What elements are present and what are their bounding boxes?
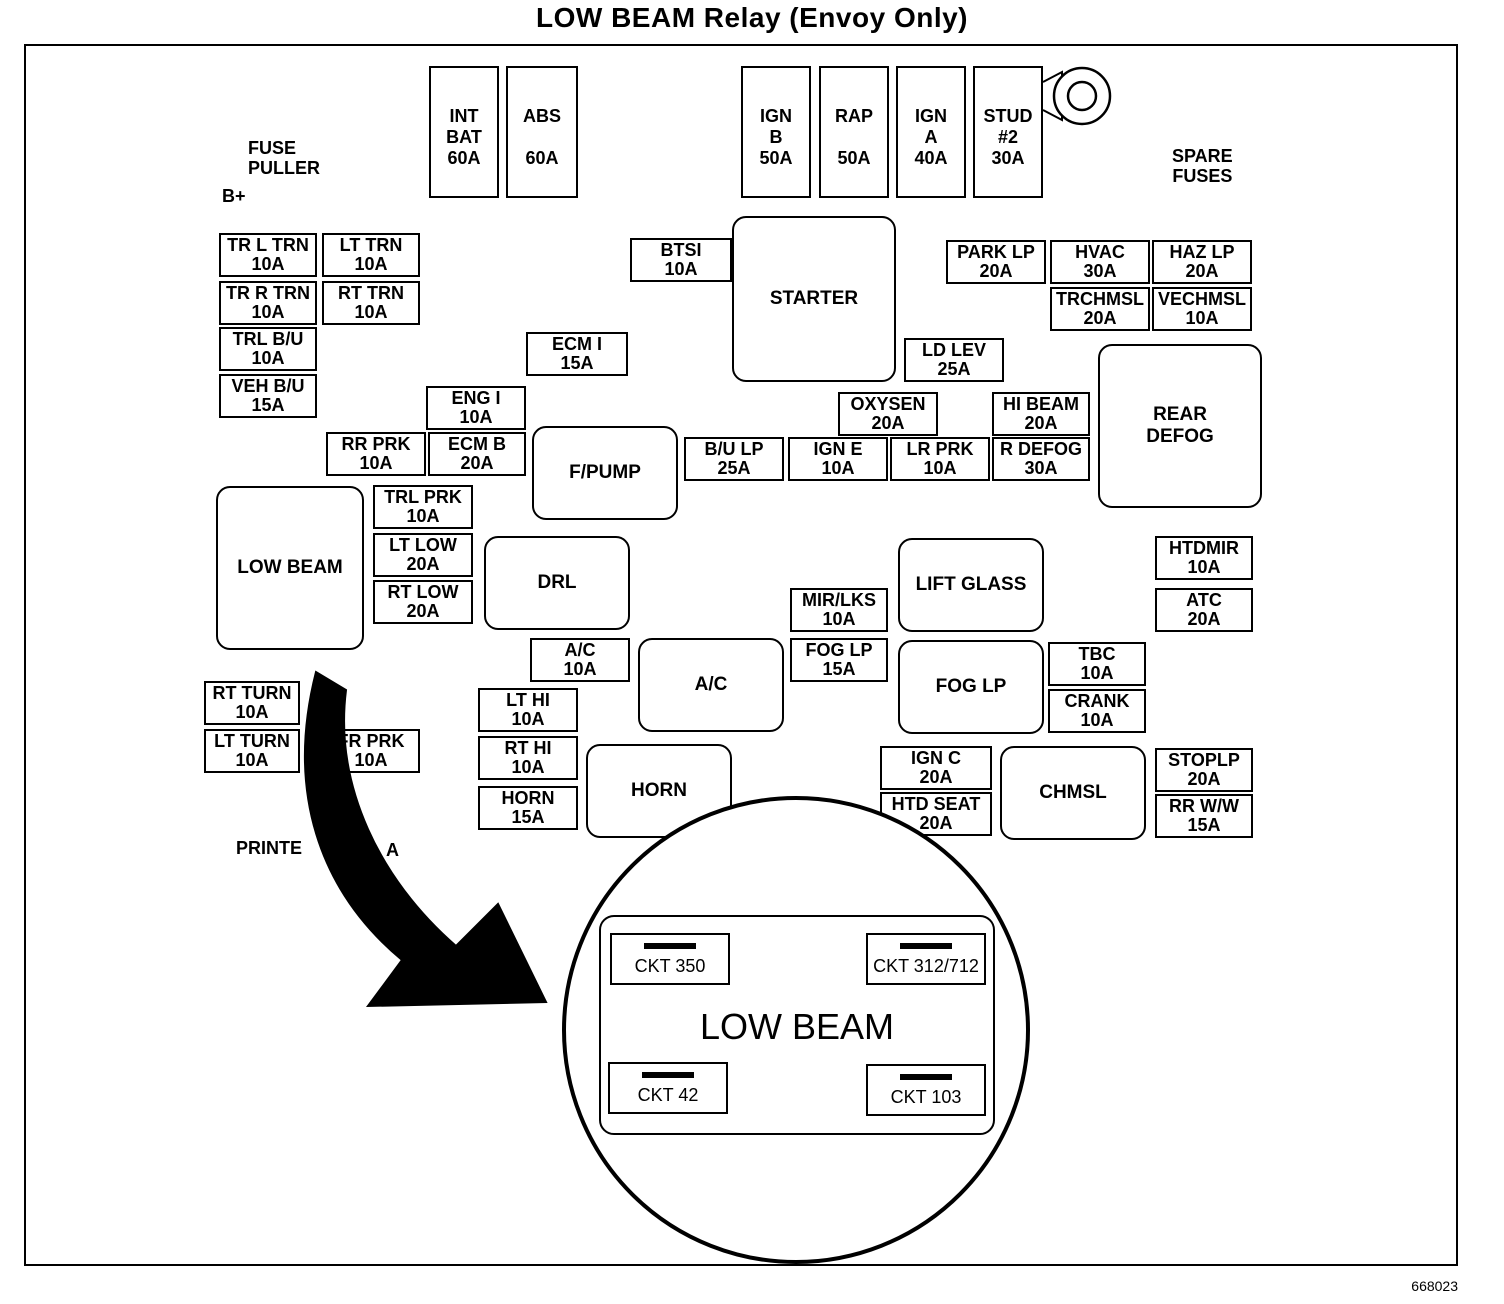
callout-arrow	[304, 670, 548, 1008]
fuse-block-outline	[24, 44, 1458, 1266]
relay-ac: A/C	[638, 638, 784, 732]
terminal-ckt-42: CKT 42	[608, 1062, 728, 1114]
terminal-ckt-312-712: CKT 312/712	[866, 933, 986, 985]
relay-lift-glass: LIFT GLASS	[898, 538, 1044, 632]
relay-horn: HORN	[586, 744, 732, 838]
printed-label-tail: A	[386, 840, 399, 860]
relay-f-pump: F/PUMP	[532, 426, 678, 520]
page-title: LOW BEAM Relay (Envoy Only)	[536, 2, 968, 33]
terminal-ckt-350: CKT 350	[610, 933, 730, 985]
relay-fog-lp: FOG LP	[898, 640, 1044, 734]
relay-low-beam: LOW BEAM	[216, 486, 364, 650]
b-plus-label: B+	[222, 186, 246, 206]
terminal-ckt-103: CKT 103	[866, 1064, 986, 1116]
relay-drl: DRL	[484, 536, 630, 630]
relay-chmsl: CHMSL	[1000, 746, 1146, 840]
figure-number: 668023	[1411, 1278, 1458, 1294]
relay-starter: STARTER	[732, 216, 896, 382]
relay-detail-name: LOW BEAM	[699, 1006, 895, 1047]
printed-label: PRINTE	[236, 838, 303, 858]
